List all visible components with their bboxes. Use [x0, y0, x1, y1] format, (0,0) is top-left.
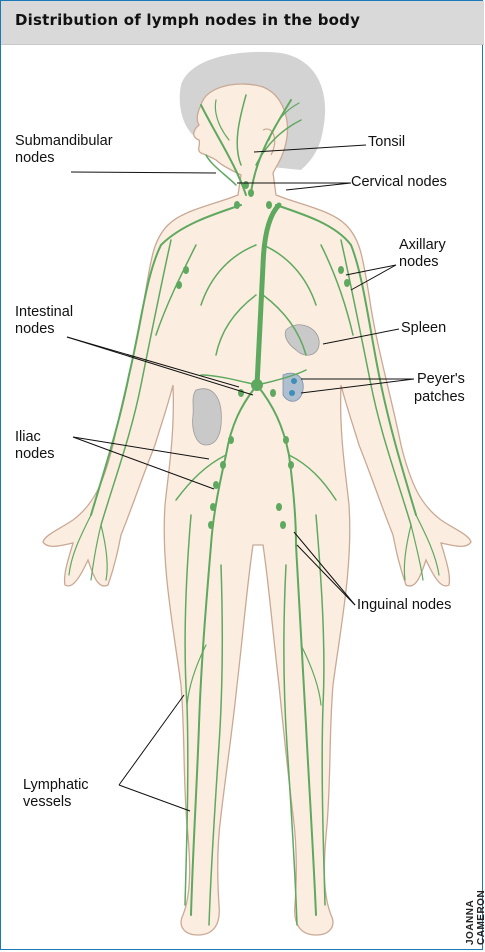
label-peyers-1: Peyer's — [417, 371, 465, 388]
label-spleen: Spleen — [401, 320, 446, 337]
illustrator-credit: JOANNA CAMERON — [465, 890, 485, 945]
label-axillary-2: nodes — [399, 254, 439, 271]
label-submandibular-2: nodes — [15, 150, 55, 167]
label-lymphatic-1: Lymphatic — [23, 777, 89, 794]
label-inguinal: Inguinal nodes — [357, 597, 451, 614]
label-submandibular-1: Submandibular — [15, 133, 113, 150]
label-iliac-2: nodes — [15, 446, 55, 463]
label-iliac-1: Iliac — [15, 429, 41, 446]
label-lymphatic-2: vessels — [23, 794, 71, 811]
label-axillary-1: Axillary — [399, 237, 446, 254]
intestine-organ — [193, 389, 222, 445]
title-bar: Distribution of lymph nodes in the body — [1, 1, 484, 45]
label-intestinal-1: Intestinal — [15, 304, 73, 321]
label-peyers-2: patches — [414, 389, 465, 406]
label-tonsil: Tonsil — [368, 134, 405, 151]
figure-title: Distribution of lymph nodes in the body — [15, 11, 360, 29]
label-intestinal-2: nodes — [15, 321, 55, 338]
label-cervical: Cervical nodes — [351, 174, 447, 191]
